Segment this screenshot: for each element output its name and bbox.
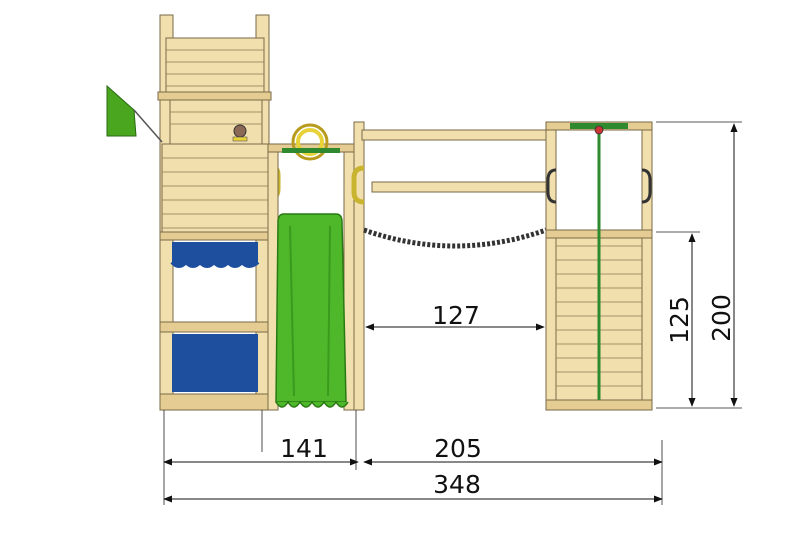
green-slide (275, 213, 349, 408)
steering-wheel-icon (282, 123, 340, 161)
flag (106, 84, 163, 143)
dim-label-left-width: 141 (280, 434, 328, 463)
knob-icon (233, 124, 247, 138)
right-tower (545, 121, 653, 411)
slide-section (267, 121, 365, 411)
blue-awning (170, 242, 260, 268)
rope-bridge (363, 227, 547, 249)
dimension-lines (163, 121, 742, 505)
dim-label-right-width: 205 (434, 434, 482, 463)
dim-label-platform-height: 125 (665, 296, 694, 344)
blue-panel (172, 334, 258, 392)
tower-roof (157, 37, 272, 101)
right-handle-left-icon (546, 168, 557, 204)
dim-label-gap: 127 (432, 301, 480, 330)
left-tower (106, 14, 281, 411)
tower-wall-planks (161, 143, 269, 235)
dimension-labels: 127 141 205 348 125 200 (280, 294, 736, 499)
dim-label-total-height: 200 (707, 294, 736, 342)
slide-handle-icon (351, 165, 365, 205)
dim-label-total-width: 348 (433, 470, 481, 499)
bridge (361, 129, 549, 249)
right-handle-right-icon (641, 168, 652, 204)
